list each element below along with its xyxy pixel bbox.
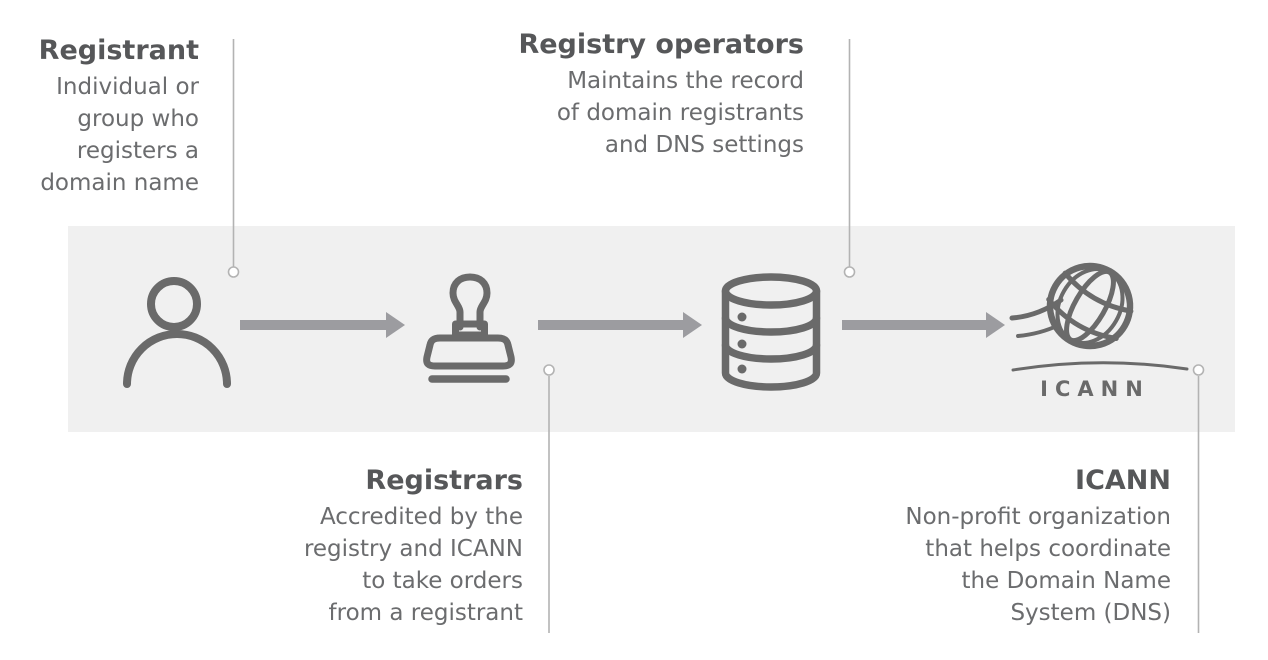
label-registrars-title: Registrars <box>365 465 523 496</box>
label-line: Individual or <box>56 74 199 100</box>
database-icon <box>721 273 821 391</box>
label-line: of domain registrants <box>556 100 804 126</box>
label-icann-title: ICANN <box>1075 465 1171 496</box>
icann-wordmark: ICANN <box>1040 377 1150 401</box>
label-line: System (DNS) <box>1010 600 1171 626</box>
globe-icon <box>1046 262 1134 350</box>
label-line: to take orders <box>362 568 523 594</box>
underline-swoosh <box>1011 361 1189 372</box>
arrow-registrant-to-registrars <box>240 312 405 338</box>
label-line: registry and ICANN <box>303 536 523 562</box>
label-icann: ICANN Non-profit organization that helps… <box>811 464 1171 629</box>
arrow-registrars-to-registry <box>538 312 702 338</box>
swoosh-line <box>1016 323 1061 338</box>
label-line: group who <box>77 106 199 132</box>
person-icon <box>123 277 231 388</box>
label-line: Maintains the record <box>567 68 804 94</box>
label-line: registers a <box>76 138 199 164</box>
label-registrant-title: Registrant <box>38 35 199 66</box>
swoosh-line <box>1009 297 1064 321</box>
label-line: Non-profit organization <box>905 504 1171 530</box>
stamp-icon <box>423 273 515 383</box>
connector-registry-operators <box>843 39 856 278</box>
icann-logo: ICANN <box>1009 262 1189 401</box>
connector-registrars <box>543 364 555 633</box>
label-line: Accredited by the <box>319 504 523 530</box>
label-line: and DNS settings <box>604 132 804 158</box>
connector-registrant <box>227 39 240 278</box>
label-line: domain name <box>40 170 199 196</box>
label-registry-operators: Registry operators Maintains the record … <box>444 28 804 161</box>
label-line: that helps coordinate <box>925 536 1171 562</box>
connector-icann <box>1192 364 1205 633</box>
label-registry-operators-title: Registry operators <box>518 29 804 60</box>
label-registrant: Registrant Individual or group who regis… <box>0 34 199 199</box>
label-registrars: Registrars Accredited by the registry an… <box>163 464 523 629</box>
label-line: from a registrant <box>328 600 523 626</box>
arrow-registry-to-icann <box>842 312 1005 338</box>
label-line: the Domain Name <box>961 568 1171 594</box>
